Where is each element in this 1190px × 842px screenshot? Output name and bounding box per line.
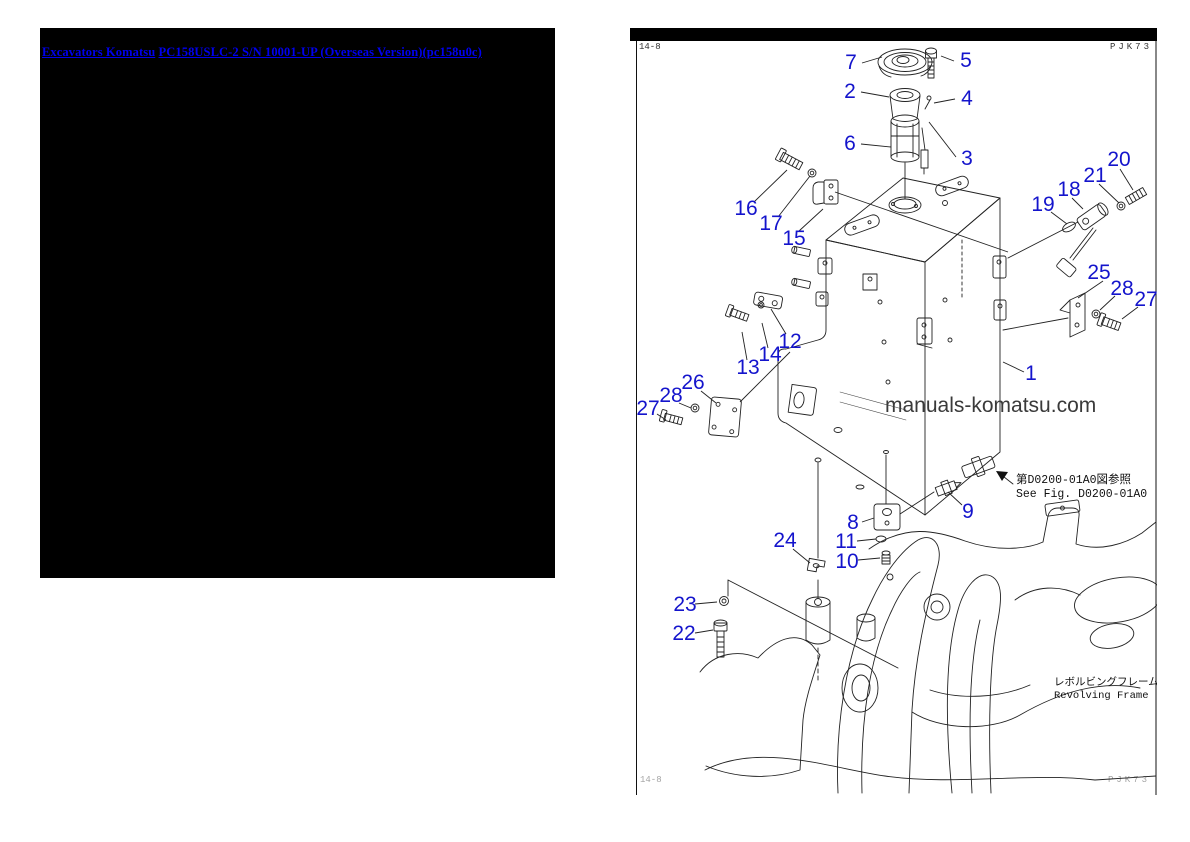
hydraulic-tank: [777, 175, 1007, 516]
callout-5: 5: [960, 49, 972, 72]
breadcrumb-link-model[interactable]: PC158USLC-2 S/N 10001-UP (Overseas Versi…: [158, 45, 482, 59]
callout-7: 7: [845, 51, 857, 74]
callout-9: 9: [962, 500, 974, 523]
callout-22: 22: [672, 622, 695, 645]
callout-15: 15: [782, 227, 805, 250]
page-ref-top-left: 14-8: [639, 42, 661, 52]
callout-27: 27: [636, 397, 659, 420]
watermark: manuals-komatsu.com: [885, 394, 1096, 417]
callout-19: 19: [1031, 193, 1054, 216]
callout-11: 11: [835, 530, 857, 553]
parts-diagram: 14-8 PJK73 14-8 PJK73: [630, 28, 1162, 795]
revolving-frame: [699, 499, 1162, 794]
callout-1: 1: [1025, 362, 1037, 385]
callout-27: 27: [1134, 288, 1157, 311]
filler-cap-assembly: [877, 47, 937, 200]
page-ref-top-right: PJK73: [1110, 42, 1152, 52]
callout-2: 2: [844, 80, 856, 103]
frame-label-en: Revolving Frame: [1054, 690, 1149, 702]
callout-13: 13: [736, 356, 759, 379]
callout-24: 24: [773, 529, 797, 552]
frame-label-jp: レボルビングフレーム: [1054, 675, 1157, 689]
see-fig-jp: 第D0200-01A0図参照: [1016, 472, 1131, 487]
callout-28: 28: [659, 384, 682, 407]
callout-26: 26: [681, 371, 704, 394]
callout-21: 21: [1083, 164, 1106, 187]
page-ref-bottom-left: 14-8: [640, 775, 662, 785]
callout-6: 6: [844, 132, 856, 155]
breadcrumb: Excavators Komatsu PC158USLC-2 S/N 10001…: [42, 45, 482, 60]
callout-10: 10: [835, 550, 858, 573]
callout-20: 20: [1107, 148, 1130, 171]
leader-lines: [656, 55, 1139, 634]
page-ref-bottom-right: PJK73: [1108, 775, 1150, 785]
left-mount-parts: [658, 147, 839, 438]
callout-16: 16: [734, 197, 757, 220]
callout-25: 25: [1087, 261, 1110, 284]
callout-17: 17: [759, 212, 782, 235]
callout-18: 18: [1057, 178, 1080, 201]
callout-14: 14: [758, 343, 782, 366]
manual-cover-panel: Excavators Komatsu PC158USLC-2 S/N 10001…: [40, 28, 555, 578]
callout-28: 28: [1110, 277, 1133, 300]
callout-12: 12: [778, 330, 801, 353]
see-fig-en: See Fig. D0200-01A0: [1016, 488, 1147, 501]
callout-3: 3: [961, 147, 973, 170]
parts-diagram-panel: 14-8 PJK73 14-8 PJK73: [630, 28, 1162, 795]
callout-4: 4: [961, 87, 973, 110]
callout-8: 8: [847, 511, 859, 534]
diagram-top-bar: [630, 28, 1157, 41]
bottom-valve-parts: [713, 455, 1014, 684]
breadcrumb-link-excavators[interactable]: Excavators Komatsu: [42, 45, 156, 59]
right-fitting-parts: [1002, 187, 1148, 338]
callout-23: 23: [673, 593, 696, 616]
